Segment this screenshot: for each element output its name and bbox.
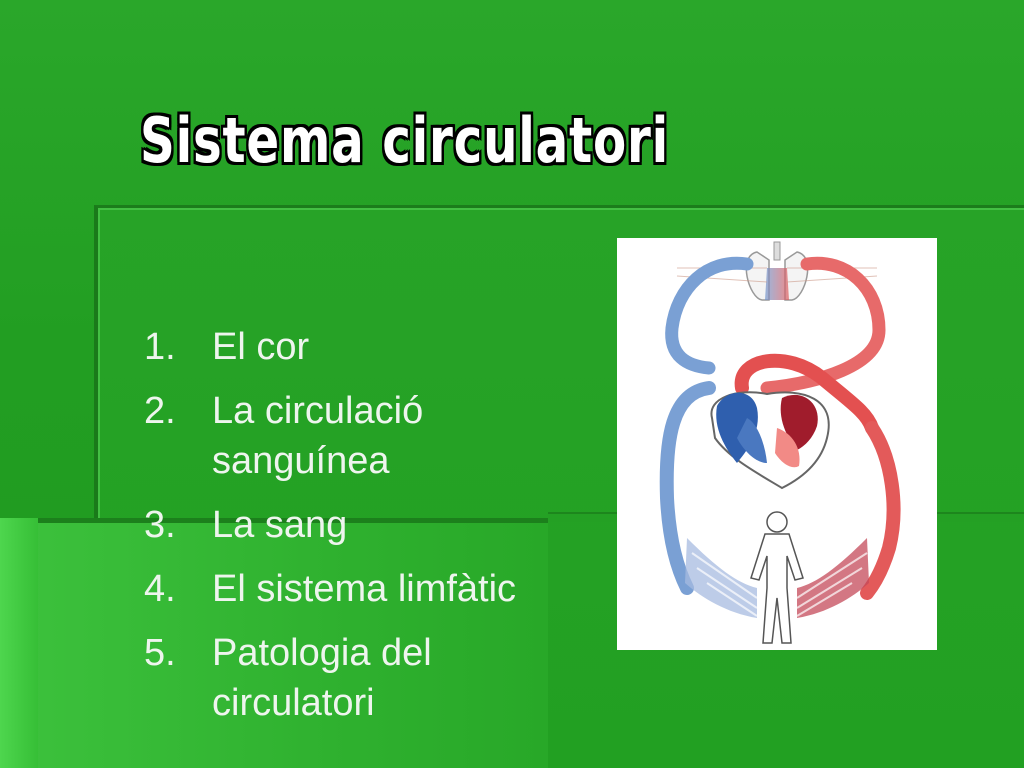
heart-icon xyxy=(710,391,830,490)
item-number: 5. xyxy=(144,632,176,674)
circulatory-system-diagram-icon xyxy=(659,241,901,644)
list-item: 1. El cor xyxy=(140,322,600,372)
item-label: El cor xyxy=(212,326,310,368)
circulatory-system-image xyxy=(617,238,937,650)
item-number: 1. xyxy=(144,326,176,368)
list-item: 5. Patologia del circulatori xyxy=(140,628,600,728)
background-strip-left xyxy=(0,518,38,768)
item-number: 3. xyxy=(144,504,176,546)
item-label: Patologia del circulatori xyxy=(212,632,432,724)
item-label: El sistema limfàtic xyxy=(212,568,517,610)
capillary-beds-icon xyxy=(685,538,869,618)
slide-title: Sistema circulatori xyxy=(140,104,669,177)
item-number: 4. xyxy=(144,568,176,610)
item-number: 2. xyxy=(144,390,176,432)
list-item: 4. El sistema limfàtic xyxy=(140,564,600,614)
item-label: La circulació sanguínea xyxy=(212,390,424,482)
background-panel-lower xyxy=(0,518,548,768)
human-figure-icon xyxy=(750,511,804,644)
item-label: La sang xyxy=(212,504,348,546)
topic-list: 1. El cor 2. La circulació sanguínea 3. … xyxy=(140,322,600,728)
list-item: 2. La circulació sanguínea xyxy=(140,386,600,486)
list-item: 3. La sang xyxy=(140,500,600,550)
